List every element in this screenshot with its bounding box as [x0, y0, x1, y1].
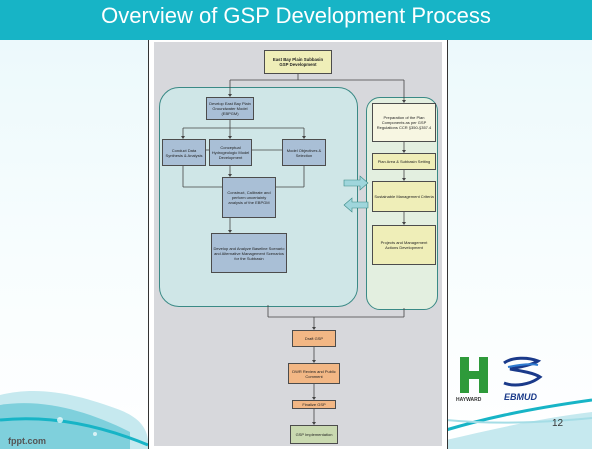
plan-preparation-box: Preparation of the Plan Components as pe…	[372, 103, 436, 142]
plan-area-box: Plan Area & Subbasin Setting	[372, 153, 436, 170]
data-synthesis-label: Conduct Data Synthesis & Analysis	[165, 147, 203, 158]
model-objectives-label: Model Objectives & Selection	[286, 147, 322, 158]
construct-calibrate-label: Construct, Calibrate and perform uncerta…	[227, 190, 271, 205]
plan-area-label: Plan Area & Subbasin Setting	[377, 159, 431, 164]
gsp-implementation-label: GSP Implementation	[295, 432, 333, 437]
process-diagram: East Bay Plain Subbasin GSP Development …	[148, 40, 448, 449]
connector-lines	[181, 74, 406, 425]
finalize-gsp-box: Finalize GSP	[292, 400, 336, 409]
gsp-development-box: East Bay Plain Subbasin GSP Development	[264, 50, 332, 74]
page-number: 12	[552, 418, 564, 429]
data-synthesis-box: Conduct Data Synthesis & Analysis	[162, 139, 206, 166]
dwr-review-box: DWR Review and Public Comment	[288, 363, 340, 384]
top-box-subtitle: GSP Development	[279, 62, 317, 67]
hayward-logo-text: HAYWARD	[456, 397, 482, 403]
dwr-review-label: DWR Review and Public Comment	[292, 368, 336, 379]
ebmud-logo	[503, 356, 543, 387]
develop-model-box: Develop East Bay Plain Groundwater Model…	[206, 97, 254, 120]
conceptual-model-box: Conceptual Hydrogeologic Model Developme…	[209, 139, 252, 166]
ebmud-logo-text: EBMUD	[504, 392, 537, 402]
construct-calibrate-box: Construct, Calibrate and perform uncerta…	[222, 177, 276, 218]
diagram-background: East Bay Plain Subbasin GSP Development …	[154, 42, 442, 446]
exchange-arrows-icon	[343, 175, 369, 213]
draft-gsp-label: Draft GSP	[304, 336, 324, 341]
projects-box: Projects and Management Actions Developm…	[372, 225, 436, 265]
sustainable-criteria-box: Sustainable Management Criteria	[372, 181, 436, 212]
footer-tag: fppt.com	[8, 436, 46, 446]
draft-gsp-box: Draft GSP	[292, 330, 336, 347]
finalize-gsp-label: Finalize GSP	[302, 402, 326, 407]
develop-model-label: Develop East Bay Plain Groundwater Model…	[209, 101, 251, 116]
conceptual-model-label: Conceptual Hydrogeologic Model Developme…	[211, 145, 250, 160]
develop-scenarios-box: Develop and Analyze Baseline Scenario an…	[211, 233, 287, 273]
gsp-implementation-box: GSP Implementation	[290, 425, 338, 444]
model-objectives-box: Model Objectives & Selection	[282, 139, 326, 166]
top-box-title: East Bay Plain Subbasin	[272, 56, 324, 62]
sustainable-criteria-label: Sustainable Management Criteria	[374, 194, 434, 199]
projects-label: Projects and Management Actions Developm…	[380, 240, 428, 250]
title-bar	[0, 0, 592, 40]
hayward-h-logo	[460, 357, 488, 393]
plan-preparation-label: Preparation of the Plan Components as pe…	[376, 115, 432, 130]
slide-title: Overview of GSP Development Process	[101, 3, 491, 28]
develop-scenarios-label: Develop and Analyze Baseline Scenario an…	[213, 245, 285, 261]
